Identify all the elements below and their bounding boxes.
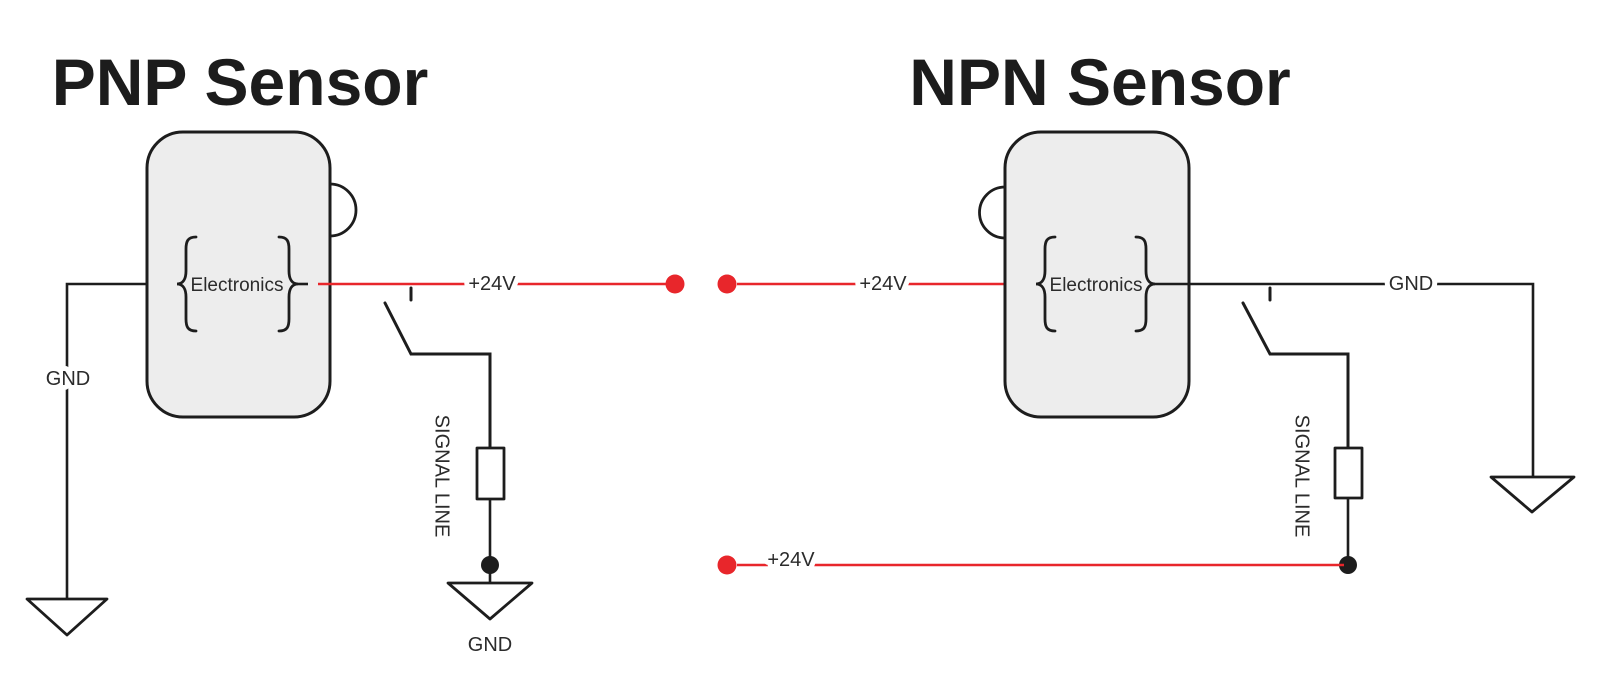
pnp-signal-line-label: SIGNAL LINE (431, 415, 453, 538)
npn-gnd-wire-label: GND (1389, 273, 1433, 295)
npn-gnd-wire (1155, 282, 1535, 477)
pnp-gnd-wire-label: GND (46, 368, 90, 390)
pnp-electronics-brace-left (176, 235, 198, 333)
pnp-junction-dot (481, 556, 499, 574)
pnp-power-connector-dot (665, 274, 685, 294)
npn-electronics-brace-left (1035, 235, 1057, 333)
pnp-sensor: PNP Sensor GND Electronics +24V SIGNAL L… (25, 45, 685, 661)
pnp-left-ground-symbol (25, 597, 109, 637)
npn-sensing-face-bump (978, 185, 1006, 240)
npn-bottom-power-connector-dot (717, 555, 737, 575)
pnp-ground-label: GND (468, 634, 512, 656)
pnp-bottom-ground-symbol (446, 581, 534, 621)
pnp-gnd-wire (65, 282, 177, 599)
npn-ground-symbol (1489, 475, 1576, 514)
pnp-sensing-face-bump (329, 182, 358, 238)
npn-load-resistor (1333, 446, 1364, 500)
npn-electronics-label: Electronics (1050, 275, 1143, 296)
pnp-power-label: +24V (468, 273, 516, 295)
npn-signal-line-label: SIGNAL LINE (1291, 415, 1313, 538)
pnp-switch (383, 286, 492, 450)
npn-bottom-power-label: +24V (767, 549, 815, 571)
npn-power-label: +24V (859, 273, 907, 295)
npn-title: NPN Sensor (909, 45, 1290, 119)
npn-sensor: NPN Sensor +24V Electronics GND SIGNAL L… (717, 45, 1576, 576)
npn-junction-dot (1339, 556, 1357, 574)
pnp-load-resistor (475, 446, 506, 501)
pnp-title: PNP Sensor (52, 45, 429, 119)
npn-switch (1241, 286, 1350, 450)
npn-power-connector-dot (717, 274, 737, 294)
npn-body (1003, 130, 1191, 419)
pnp-body (145, 130, 332, 419)
pnp-electronics-label: Electronics (191, 275, 284, 296)
